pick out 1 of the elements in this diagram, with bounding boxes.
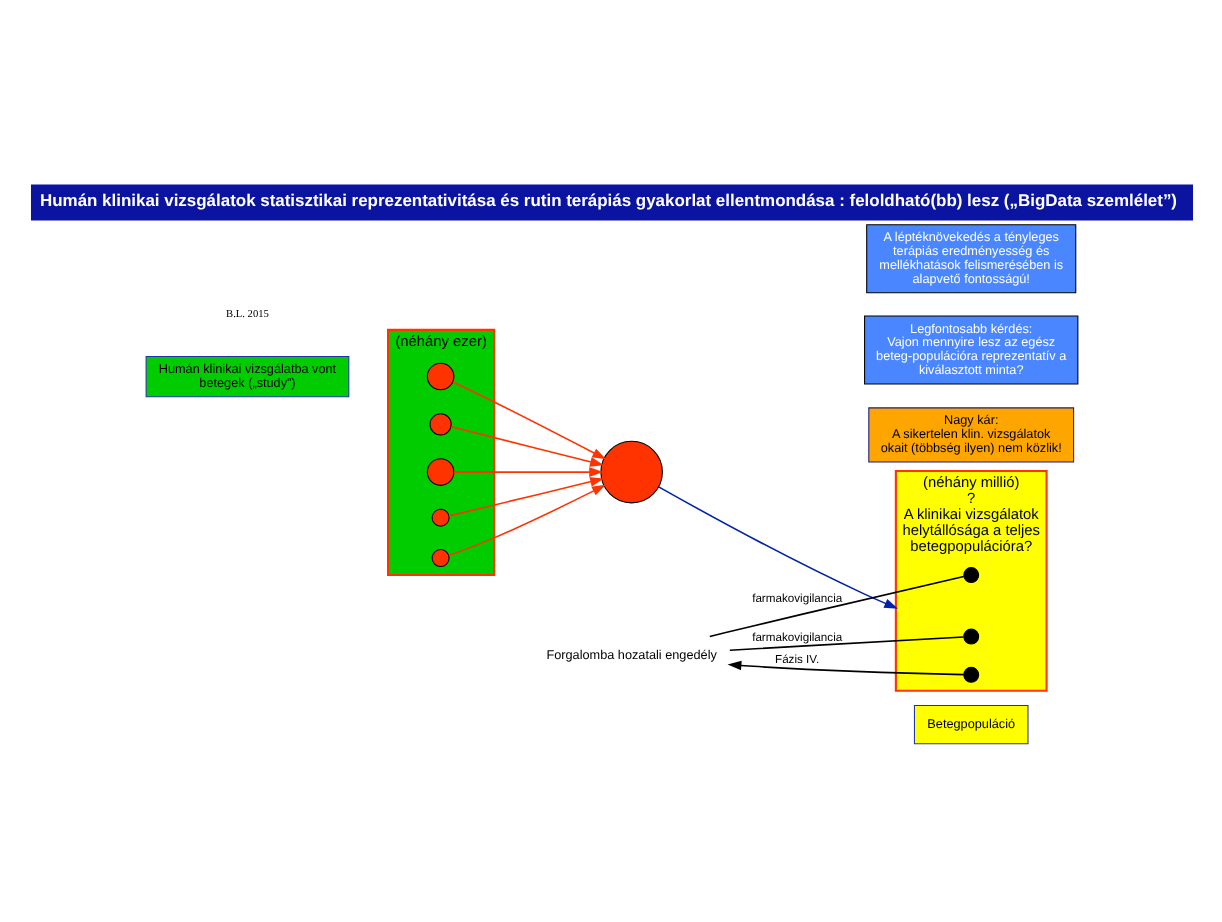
diagram-title: Humán klinikai vizsgálatok statisztikai reprezentativitása és rutin terápiás gyakorlat ellentmondása : feloldható(bb) lesz („BigData szemlélet”) xyxy=(39,188,1177,209)
